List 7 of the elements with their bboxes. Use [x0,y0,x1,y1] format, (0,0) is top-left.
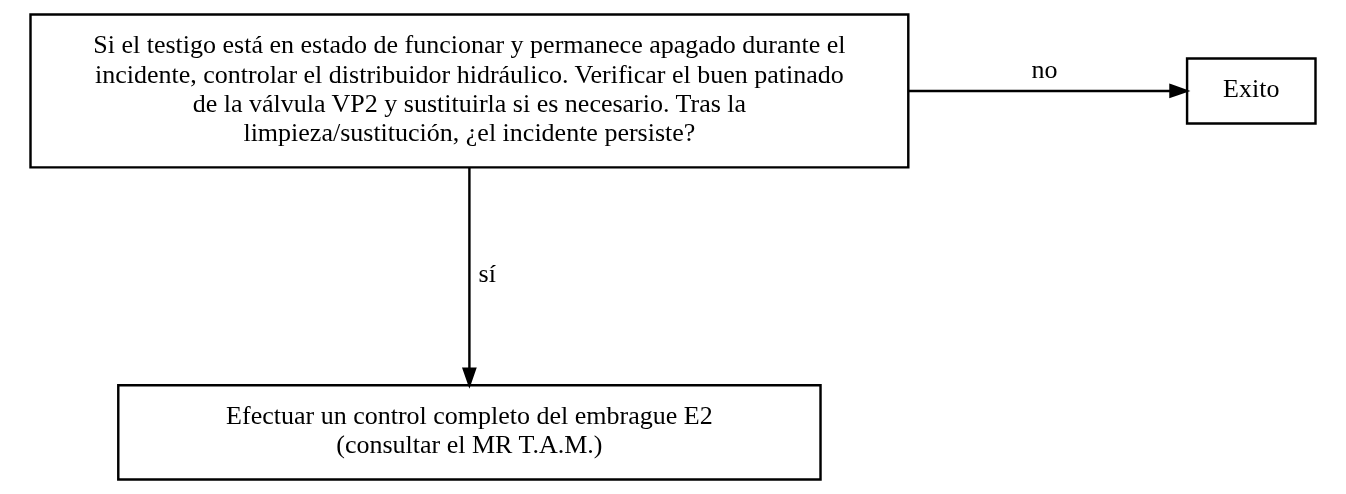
edge-label: no [1031,54,1058,84]
arrow [462,167,477,389]
edge-label: sí [478,259,496,289]
node-box: Si el testigo está en estado de funcionar y permanece apagado durante el incidente, controlar el distribuidor hidráulico. Verificar el buen patinado de la válvula VP2 y sustituirla si es necesario. Tras la limpieza/sustitución, ¿el incidente persiste? [29,13,910,169]
arrow [908,83,1191,99]
node-box: Efectuar un control completo del embrague E2 (consultar el MR T.A.M.) [117,383,822,481]
node-box: Exito [1185,57,1317,125]
